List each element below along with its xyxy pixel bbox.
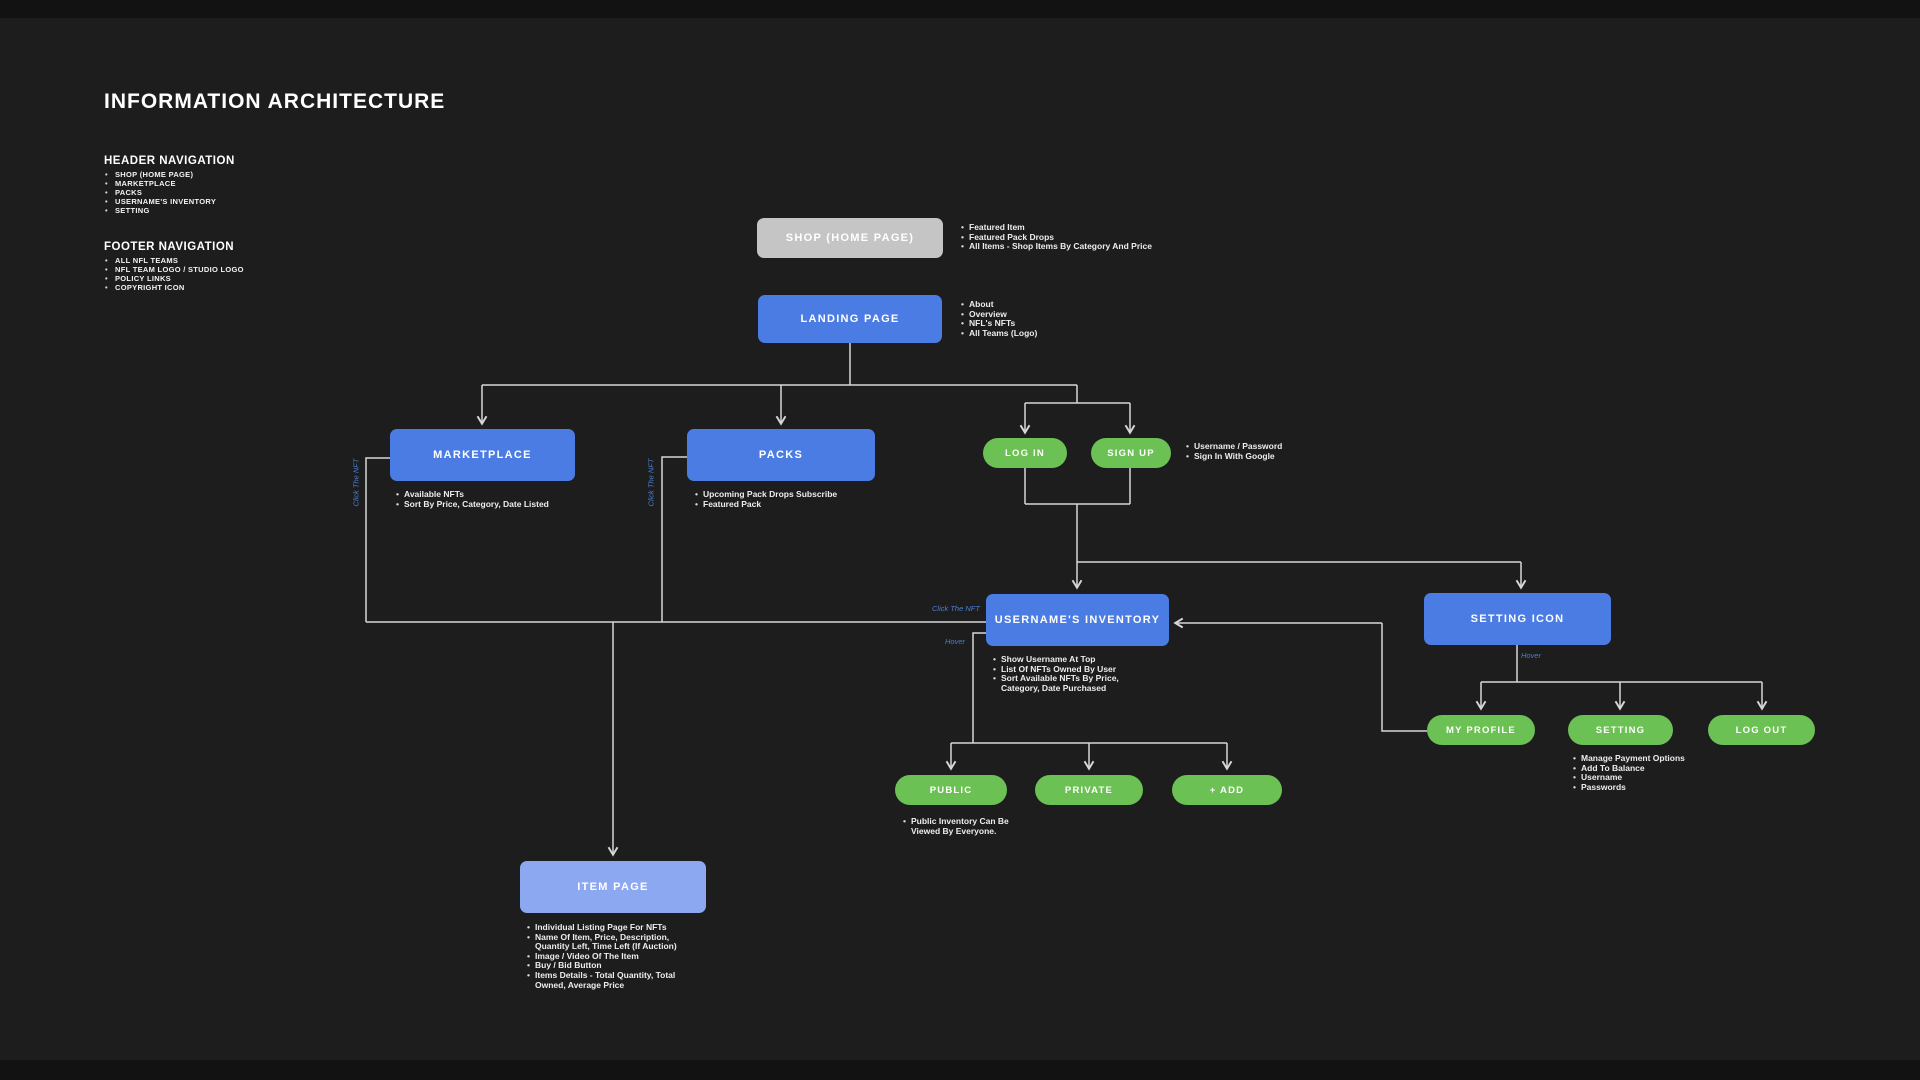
node-setting-icon[interactable]: SETTING ICON	[1424, 593, 1611, 645]
node-private-label: PRIVATE	[1064, 784, 1114, 796]
node-usernames-inventory[interactable]: USERNAME'S INVENTORY	[986, 594, 1169, 646]
node-marketplace[interactable]: MARKETPLACE	[390, 429, 575, 481]
node-marketplace-label: MARKETPLACE	[433, 449, 532, 461]
note-item: All Items - Shop Items By Category And P…	[960, 242, 1180, 252]
node-add-label: + ADD	[1209, 784, 1245, 796]
inventory-notes: Show Username At Top List Of NFTs Owned …	[992, 654, 1127, 693]
node-setting-icon-label: SETTING ICON	[1470, 613, 1565, 625]
note-item: All Teams (Logo)	[960, 328, 1130, 339]
note-item: Featured Pack	[694, 499, 884, 510]
node-packs-label: PACKS	[758, 449, 804, 461]
setting-notes: Manage Payment Options Add To Balance Us…	[1572, 753, 1722, 793]
connector-inventory-hover	[972, 632, 986, 743]
page-title: INFORMATION ARCHITECTURE	[104, 90, 446, 113]
note-item: Username / Password	[1185, 441, 1325, 452]
landing-notes: About Overview NFL's NFTs All Teams (Log…	[960, 299, 1130, 339]
note-item: Show Username At Top	[992, 654, 1127, 665]
note-item: Sort By Price, Category, Date Listed	[395, 499, 585, 510]
item-page-notes: Individual Listing Page For NFTs Name Of…	[526, 922, 698, 990]
node-shop-label: SHOP (HOME PAGE)	[785, 232, 915, 244]
footer-nav-item: COPYRIGHT ICON	[104, 283, 244, 292]
footer-nav-item: POLICY LINKS	[104, 274, 244, 283]
node-log-out-label: LOG OUT	[1735, 724, 1788, 736]
note-item: Public Inventory Can Be Viewed By Everyo…	[902, 816, 1014, 836]
note-item: Passwords	[1572, 782, 1722, 793]
note-item: Featured Pack Drops	[960, 232, 1180, 243]
node-log-out[interactable]: LOG OUT	[1708, 715, 1815, 745]
note-item: Individual Listing Page For NFTs	[526, 922, 698, 933]
edge-label-click-the-nft: Click The NFT	[932, 604, 980, 613]
note-item: Overview	[960, 309, 1130, 320]
header-navigation-heading: HEADER NAVIGATION	[104, 155, 235, 167]
edge-label-hover: Hover	[945, 637, 966, 646]
note-item: Featured Item	[960, 222, 1180, 233]
node-shop-home-page[interactable]: SHOP (HOME PAGE)	[757, 218, 943, 258]
note-item: Buy / Bid Button	[526, 961, 698, 971]
node-setting-label: SETTING	[1595, 724, 1646, 736]
public-notes: Public Inventory Can Be Viewed By Everyo…	[902, 816, 1014, 836]
connector-profile-loop	[1381, 623, 1427, 732]
connector-packs-clicknft	[661, 456, 687, 622]
node-private[interactable]: PRIVATE	[1035, 775, 1143, 805]
signup-notes: Username / Password Sign In With Google	[1185, 441, 1325, 462]
marketplace-notes: Available NFTs Sort By Price, Category, …	[395, 489, 585, 510]
node-login-label: LOG IN	[1005, 447, 1045, 459]
node-my-profile-label: MY PROFILE	[1446, 724, 1516, 736]
node-signup-label: SIGN UP	[1107, 447, 1155, 459]
node-my-profile[interactable]: MY PROFILE	[1427, 715, 1535, 745]
note-item: NFL's NFTs	[960, 319, 1130, 329]
node-inventory-label: USERNAME'S INVENTORY	[994, 614, 1161, 626]
footer-navigation-heading: FOOTER NAVIGATION	[104, 241, 235, 253]
node-log-in[interactable]: LOG IN	[983, 438, 1067, 468]
header-nav-item: MARKETPLACE	[104, 179, 235, 188]
node-sign-up[interactable]: SIGN UP	[1091, 438, 1171, 468]
note-item: List Of NFTs Owned By User	[992, 664, 1127, 675]
header-nav-item: PACKS	[104, 188, 235, 197]
edge-label-click-the-nft: Click The NFT	[646, 458, 656, 507]
node-landing-label: LANDING PAGE	[800, 313, 900, 325]
packs-notes: Upcoming Pack Drops Subscribe Featured P…	[694, 489, 884, 510]
header-nav-item: SETTING	[104, 206, 235, 215]
note-item: Sign In With Google	[1185, 451, 1325, 462]
node-setting[interactable]: SETTING	[1568, 715, 1673, 745]
note-item: Available NFTs	[395, 489, 585, 500]
node-add[interactable]: + ADD	[1172, 775, 1282, 805]
note-item: Username	[1572, 773, 1722, 783]
node-item-page-label: ITEM PAGE	[577, 881, 649, 893]
node-public[interactable]: PUBLIC	[895, 775, 1007, 805]
note-item: Upcoming Pack Drops Subscribe	[694, 489, 884, 500]
note-item: Image / Video Of The Item	[526, 951, 698, 962]
edge-label-hover: Hover	[1521, 651, 1542, 660]
node-public-label: PUBLIC	[929, 784, 973, 796]
note-item: Items Details - Total Quantity, Total Ow…	[526, 970, 698, 990]
note-item: Sort Available NFTs By Price, Category, …	[992, 673, 1127, 693]
footer-nav-item: ALL NFL TEAMS	[104, 256, 244, 265]
header-nav-item: USERNAME'S INVENTORY	[104, 197, 235, 206]
header-nav-item: SHOP (HOME PAGE)	[104, 170, 235, 179]
note-item: About	[960, 299, 1130, 310]
footer-navigation-legend: FOOTER NAVIGATION ALL NFL TEAMS NFL TEAM…	[104, 241, 244, 292]
header-navigation-legend: HEADER NAVIGATION SHOP (HOME PAGE) MARKE…	[104, 155, 235, 215]
note-item: Name Of Item, Price, Description, Quanti…	[526, 932, 698, 952]
footer-nav-item: NFL TEAM LOGO / STUDIO LOGO	[104, 265, 244, 274]
diagram-canvas	[0, 18, 1920, 1060]
node-landing-page[interactable]: LANDING PAGE	[758, 295, 942, 343]
note-item: Add To Balance	[1572, 763, 1722, 774]
shop-notes: Featured Item Featured Pack Drops All It…	[960, 222, 1180, 252]
node-packs[interactable]: PACKS	[687, 429, 875, 481]
note-item: Manage Payment Options	[1572, 753, 1722, 764]
node-item-page[interactable]: ITEM PAGE	[520, 861, 706, 913]
edge-label-click-the-nft: Click The NFT	[351, 458, 361, 507]
connector-marketplace-clicknft	[365, 457, 390, 622]
